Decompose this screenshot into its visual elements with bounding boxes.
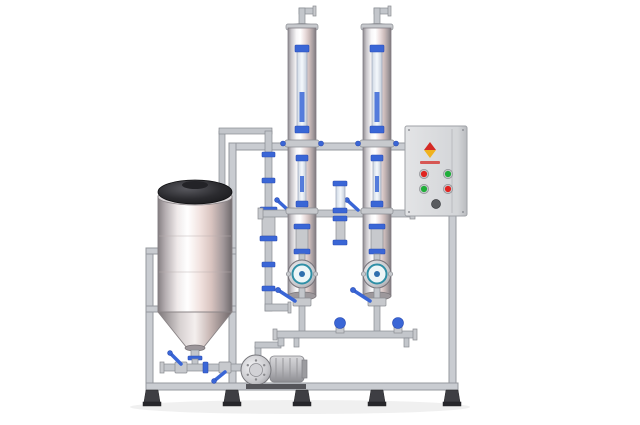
drain-spout-left bbox=[293, 337, 300, 348]
pump-motor bbox=[269, 355, 305, 383]
tank-cone bbox=[157, 311, 233, 349]
drain-spout-right bbox=[403, 337, 410, 348]
indicator-lights bbox=[419, 169, 453, 194]
feed-tank bbox=[157, 179, 233, 368]
tank-outlet-line bbox=[159, 350, 248, 384]
indicator-light-2 bbox=[444, 170, 452, 178]
outlet-butterfly-valve-2 bbox=[211, 361, 232, 384]
mid-inline-valve bbox=[332, 215, 348, 246]
panel-enclosure bbox=[404, 125, 468, 217]
angle-seat-valve-1 bbox=[334, 317, 346, 334]
bottom-manifold bbox=[272, 317, 418, 348]
tank-lid bbox=[157, 179, 233, 205]
brand-logo-icon bbox=[424, 142, 436, 158]
membrane-column-1 bbox=[273, 4, 326, 334]
indicator-light-1 bbox=[420, 170, 428, 178]
control-panel bbox=[404, 125, 468, 217]
indicator-light-4 bbox=[444, 185, 452, 193]
tank-shell bbox=[157, 195, 233, 313]
mid-sight-glass bbox=[332, 180, 348, 214]
membrane-column-2 bbox=[348, 4, 401, 334]
outlet-butterfly-valve-1 bbox=[167, 350, 188, 374]
tank-lid-cap bbox=[182, 181, 208, 189]
angle-seat-valve-2 bbox=[392, 317, 404, 334]
indicator-light-3 bbox=[420, 185, 428, 193]
panel-buzzer bbox=[431, 199, 441, 209]
brand-wordmark bbox=[420, 161, 440, 164]
pump-base bbox=[246, 384, 306, 389]
tank-outlet bbox=[184, 344, 206, 368]
centrifugal-pump bbox=[240, 337, 308, 389]
